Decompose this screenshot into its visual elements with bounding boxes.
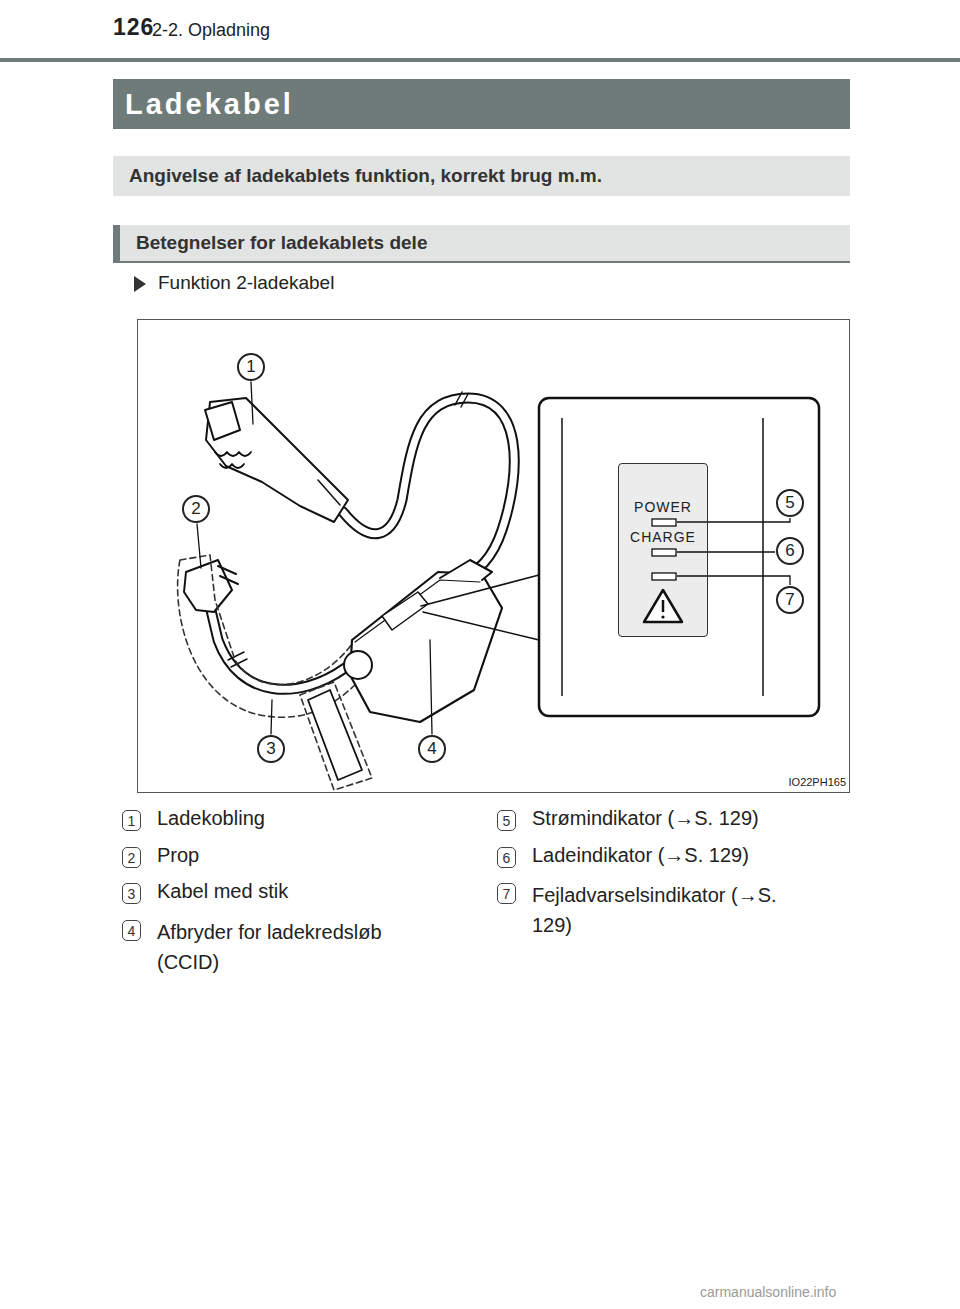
callout-number: 4	[418, 735, 446, 763]
node-text: Betegnelser for ladekablets dele	[136, 231, 834, 255]
figure-frame	[138, 320, 850, 793]
part-name: Ladeindikator (→S. 129)	[532, 844, 749, 867]
list-number: 5	[497, 810, 516, 831]
page-number: 126	[113, 14, 154, 41]
part-name: Fejladvarselsindikator (→S. 129)	[532, 880, 782, 940]
node-text: POWER	[619, 499, 707, 515]
bullet-heading: Funktion 2-ladekabel	[158, 272, 334, 294]
list-number: 1	[122, 810, 141, 831]
part-name: Ladekobling	[157, 807, 265, 830]
callout-number: 6	[776, 537, 804, 565]
part-name: Kabel med stik	[157, 880, 288, 903]
chapter-header: 2-2. Opladning	[152, 20, 270, 41]
title-band: Ladekabel	[113, 79, 850, 129]
callout-number: 5	[776, 489, 804, 517]
watermark: carmanualsonline.info	[700, 1284, 836, 1300]
section-band: Angivelse af ladekablets funktion, korre…	[113, 156, 850, 196]
list-number: 7	[497, 883, 516, 904]
list-number: 4	[122, 920, 141, 941]
node-text: Angivelse af ladekablets funktion, korre…	[129, 164, 834, 188]
list-number: 2	[122, 847, 141, 868]
list-number: 6	[497, 847, 516, 868]
indicator-plate: POWER CHARGE	[618, 463, 708, 637]
list-number: 3	[122, 883, 141, 904]
part-name: Afbryder for ladekredsløb (CCID)	[157, 917, 447, 977]
part-name: Prop	[157, 844, 199, 867]
page-title: Ladekabel	[125, 89, 838, 119]
subsection-band: Betegnelser for ladekablets dele	[113, 225, 850, 263]
part-name: Strømindikator (→S. 129)	[532, 807, 759, 830]
bullet-triangle	[134, 276, 146, 292]
figure-code: IO22PH165	[789, 776, 846, 788]
callout-number: 1	[237, 353, 265, 381]
indicator-inset	[539, 398, 819, 716]
cable-drawing	[178, 382, 539, 790]
callout-number: 2	[182, 495, 210, 523]
header-rule	[0, 58, 960, 62]
callout-number: 3	[257, 735, 285, 763]
node-text: CHARGE	[619, 529, 707, 545]
callout-number: 7	[776, 586, 804, 614]
